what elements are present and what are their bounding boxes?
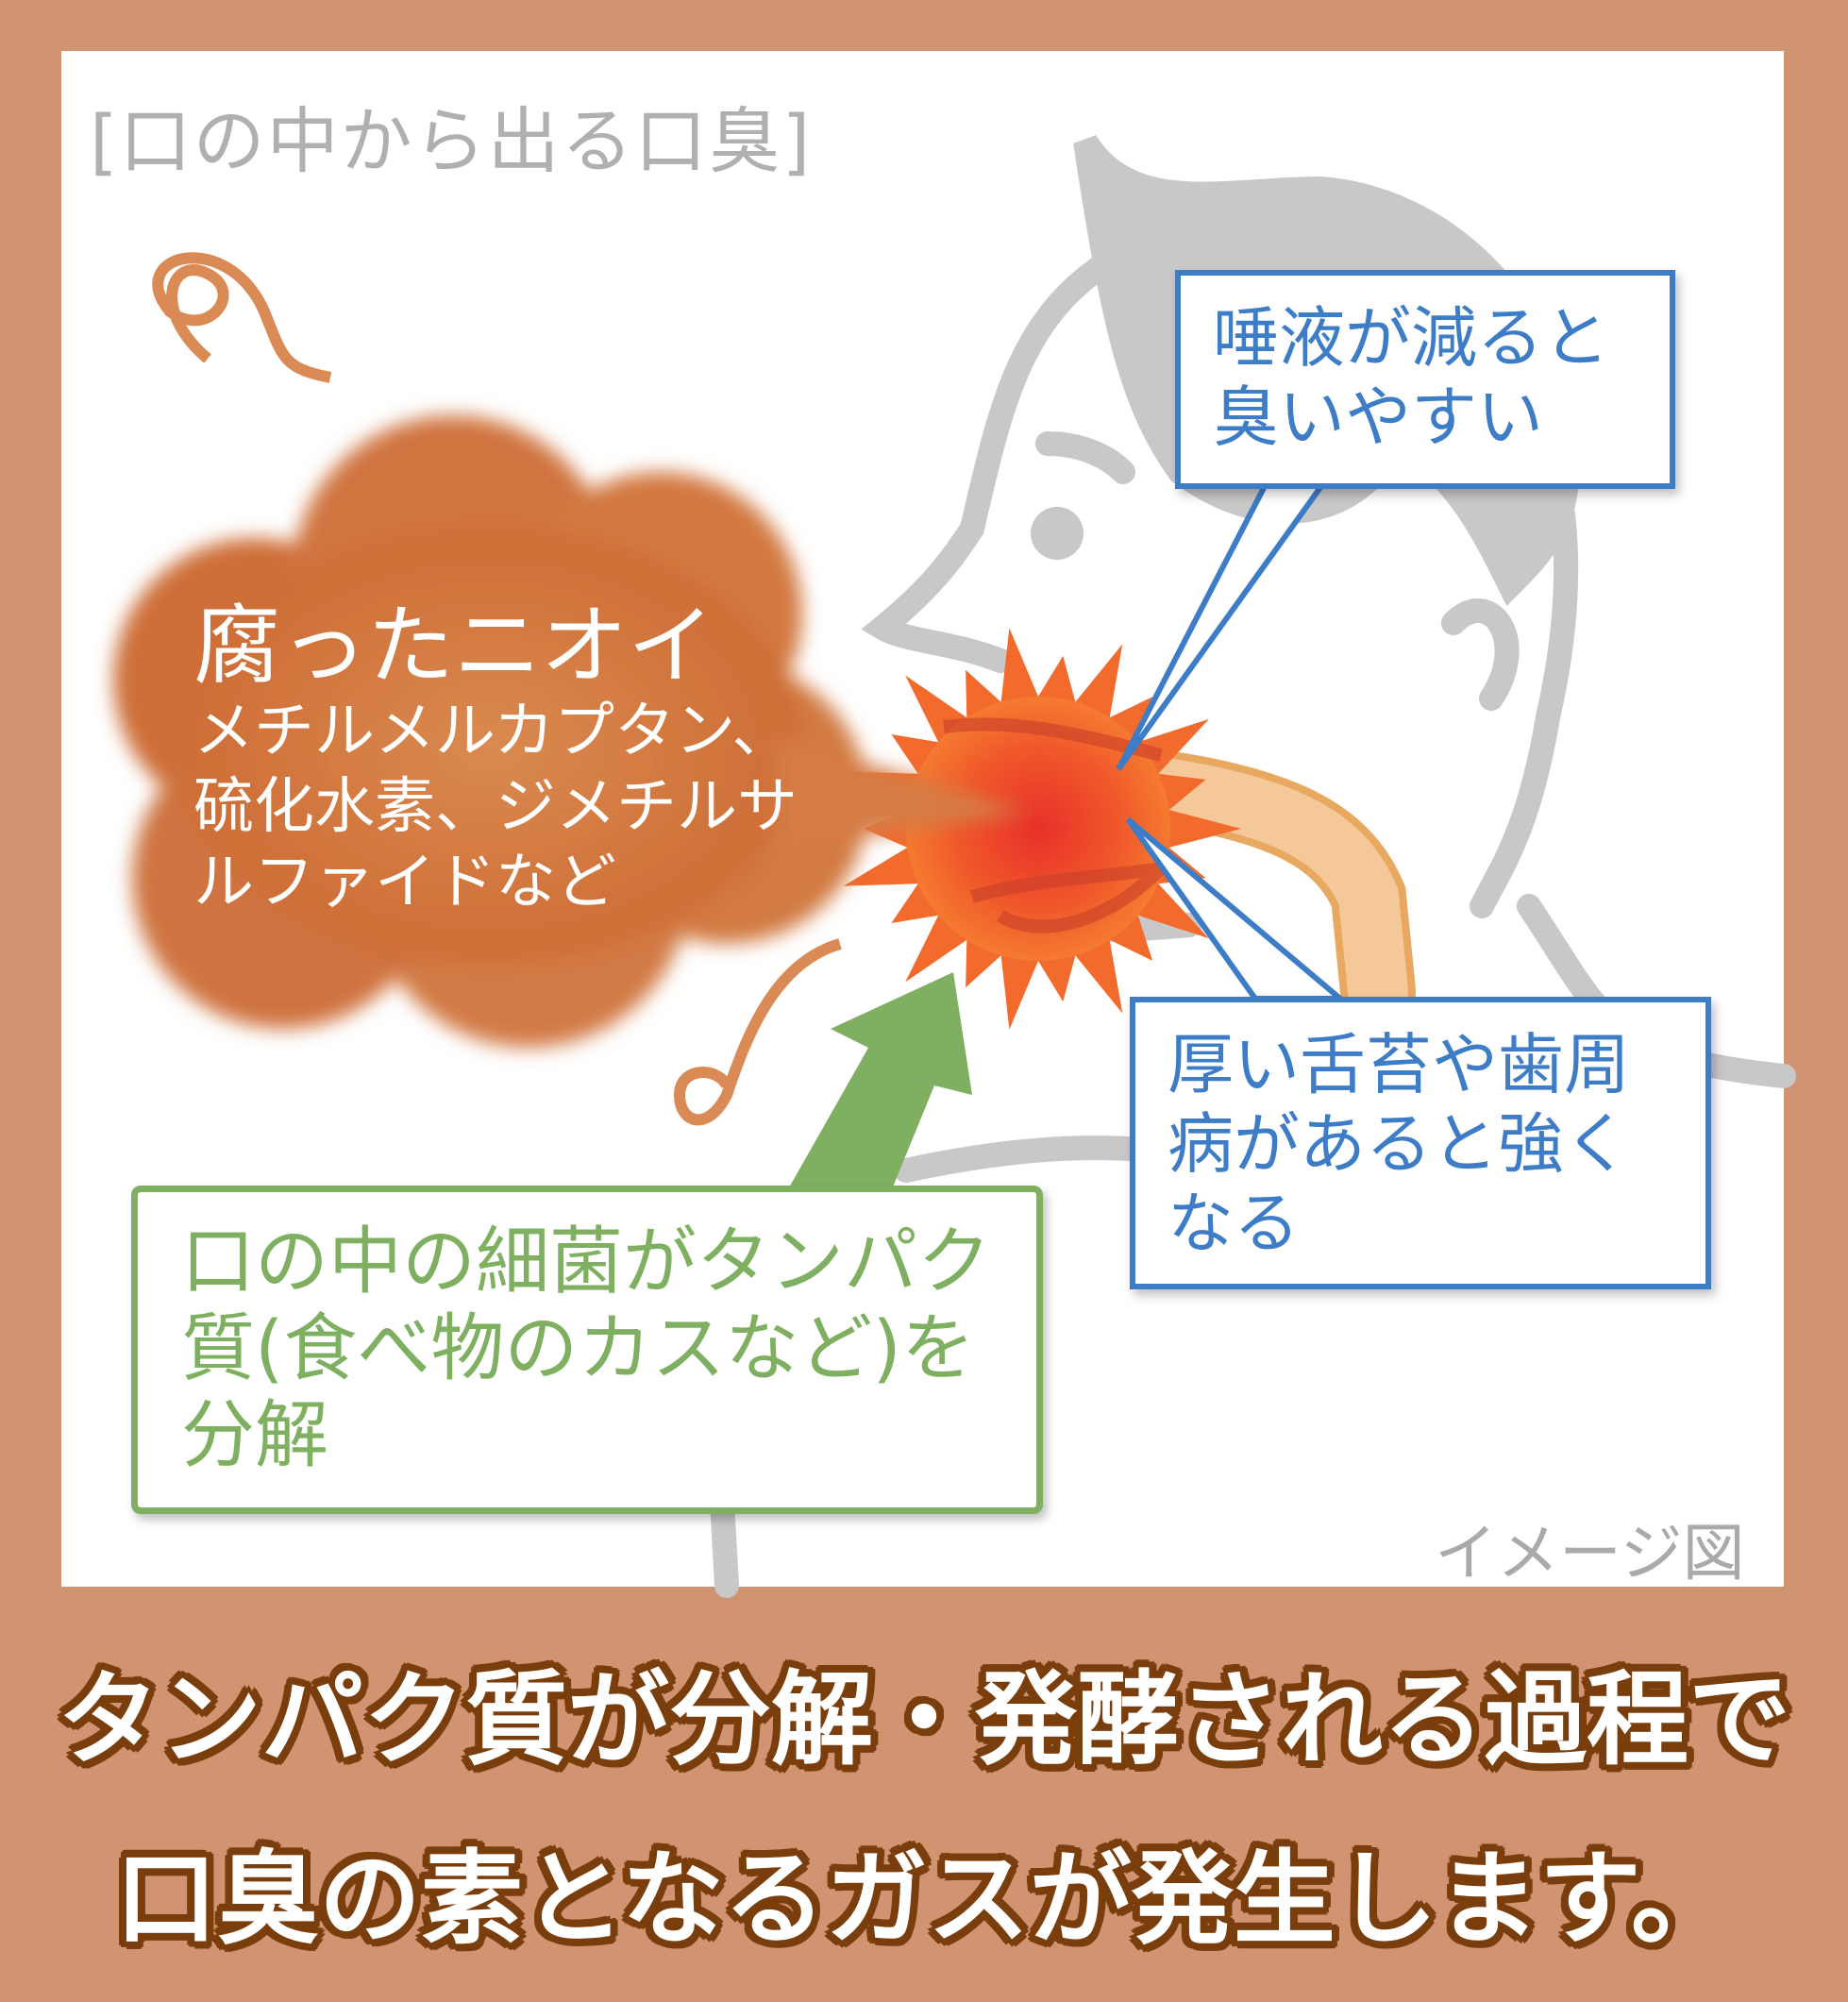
image-note: イメージ図 bbox=[1435, 1517, 1745, 1590]
callout-bacteria: 口の中の細菌がタンパク質(食べ物のカスなど)を分解 bbox=[131, 1186, 1043, 1514]
callout-bacteria-text: 口の中の細菌がタンパク質(食べ物のカスなど)を分解 bbox=[181, 1220, 992, 1478]
callout-tail bbox=[1116, 483, 1327, 771]
callout-saliva-text: 唾液が減ると臭いやすい bbox=[1213, 299, 1609, 456]
arrow-up-icon bbox=[788, 972, 972, 1189]
odor-heading: 腐ったニオイ bbox=[193, 596, 715, 697]
diagram-title: [口の中から出る口臭] bbox=[90, 99, 813, 183]
odor-compounds: メチルメルカプタン、硫化水素、ジメチルサルファイドなど bbox=[193, 697, 798, 917]
callout-saliva: 唾液が減ると臭いやすい bbox=[1175, 270, 1675, 489]
eye bbox=[1031, 507, 1084, 560]
odor-swirl-icon bbox=[673, 938, 842, 1126]
odor-cloud bbox=[113, 415, 1029, 1048]
odor-swirl-icon bbox=[152, 252, 332, 383]
caption-line-1: タンパク質が分解・発酵される過程で bbox=[57, 1661, 1790, 1779]
callout-tongue-coating: 厚い舌苔や歯周病があると強くなる bbox=[1130, 997, 1711, 1289]
callout-tongue-text: 厚い舌苔や歯周病があると強くなる bbox=[1168, 1026, 1630, 1262]
caption-line-2: 口臭の素となるガスが発生します。 bbox=[115, 1841, 1733, 1959]
